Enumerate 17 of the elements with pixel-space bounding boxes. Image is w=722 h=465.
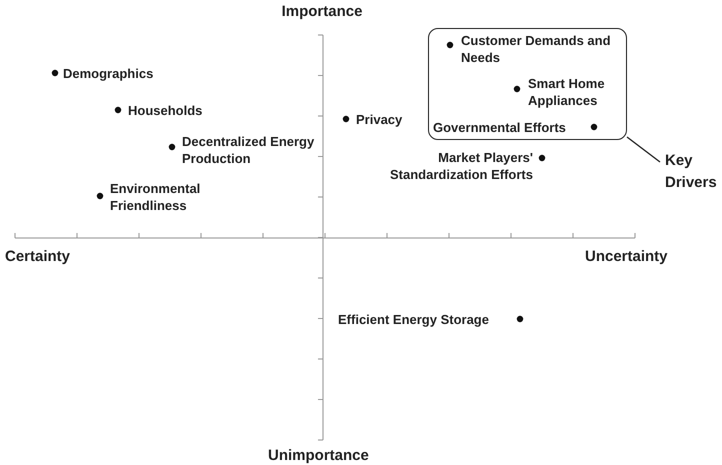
point-label: Households: [128, 102, 204, 119]
point-label: Governmental Efforts: [433, 119, 567, 136]
point-label: Market Players' Standardization Efforts: [388, 149, 533, 183]
point-label: Environmental Friendliness: [110, 180, 202, 214]
axis-label: Uncertainty: [585, 248, 669, 266]
key-drivers-frame: [428, 28, 627, 140]
point-label: Efficient Energy Storage: [338, 311, 490, 328]
callout-label: Key Drivers: [665, 151, 718, 193]
point-label: Decentralized Energy Production: [182, 133, 316, 167]
point-label: Demographics: [63, 65, 154, 82]
axis-label: Certainty: [5, 248, 72, 266]
point-label: Privacy: [356, 111, 404, 128]
axis-label: Importance: [280, 3, 364, 21]
leader-line: [626, 136, 660, 163]
point-label: Customer Demands and Needs: [461, 32, 611, 66]
axis-label: Unimportance: [268, 447, 370, 465]
point-label: Smart Home Appliances: [528, 75, 606, 109]
